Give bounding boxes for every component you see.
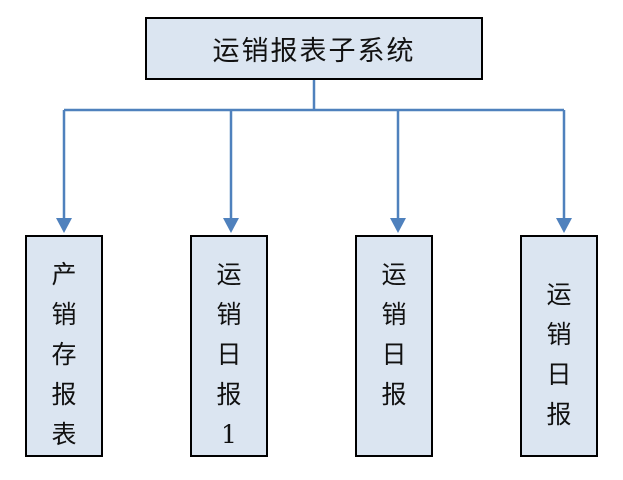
root-node-label: 运销报表子系统 xyxy=(212,36,416,67)
arrowhead-4 xyxy=(556,218,572,233)
child-node-daily-report-1: 运销日报1 xyxy=(190,235,268,457)
child-node-label: 产销存报表 xyxy=(51,260,77,449)
arrowhead-3 xyxy=(390,218,406,233)
child-node-daily-report-3: 运销日报 xyxy=(520,235,598,457)
child-node-label: 运销日报 xyxy=(546,280,572,429)
arrowhead-1 xyxy=(56,218,72,233)
child-node-daily-report-2: 运销日报 xyxy=(355,235,433,457)
root-node: 运销报表子系统 xyxy=(145,17,483,80)
child-node-label: 运销日报1 xyxy=(216,260,242,449)
child-node-sales-inventory-report: 产销存报表 xyxy=(25,235,103,457)
child-node-label: 运销日报 xyxy=(381,260,407,409)
arrowhead-2 xyxy=(223,218,239,233)
